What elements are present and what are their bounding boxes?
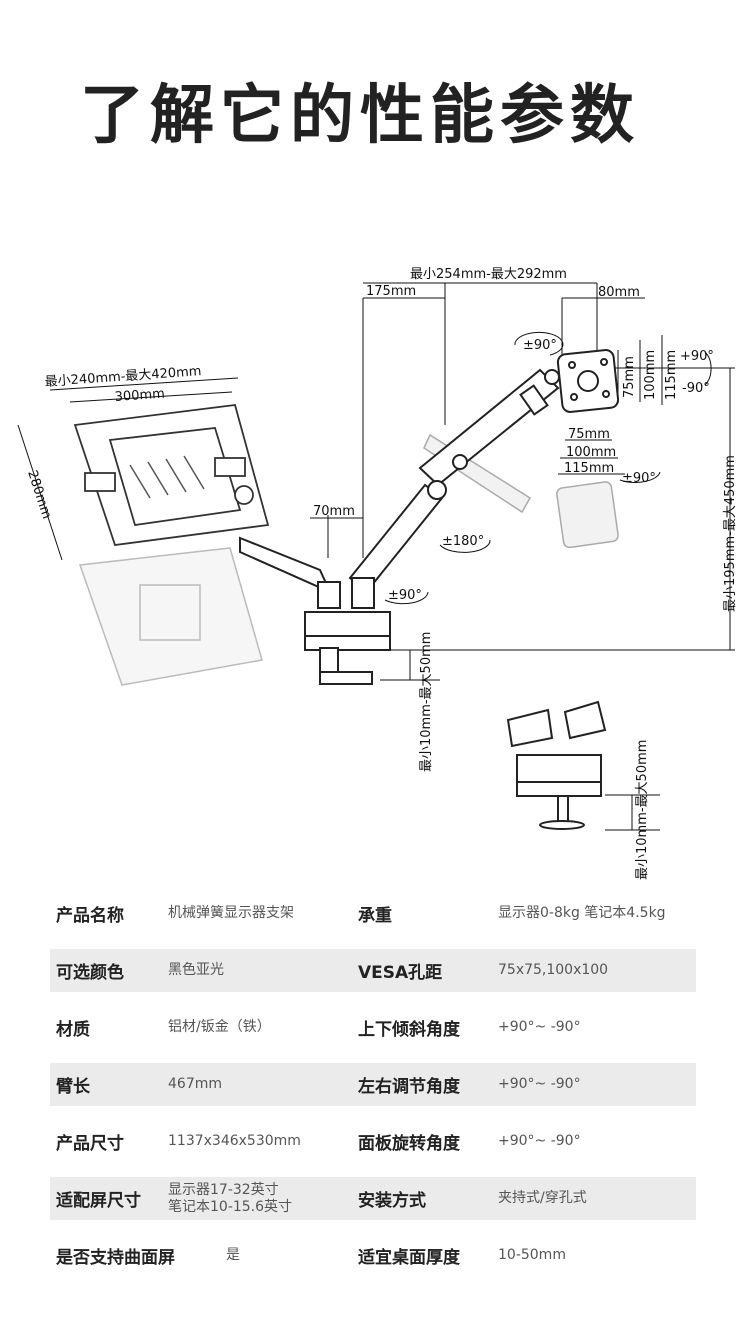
dim-175: 175mm	[366, 284, 416, 299]
spec-value: +90°~ -90°	[498, 1019, 581, 1035]
clamp-detail	[506, 700, 607, 830]
vesa-plate	[556, 349, 620, 413]
spec-row: 是否支持曲面屏 是 适宜桌面厚度 10-50mm	[50, 1234, 696, 1277]
spec-label: VESA孔距	[358, 963, 443, 983]
rot-arc-panel	[619, 471, 661, 483]
spec-value: +90°~ -90°	[498, 1133, 581, 1149]
spec-label: 适配屏尺寸	[56, 1191, 141, 1211]
dim-tray-280: 280mm	[24, 469, 54, 521]
product-dimension-diagram: 最小254mm-最大292mm 175mm 80mm 最小240mm-最大420…	[17, 267, 738, 880]
rot-base-label: ±90°	[388, 588, 422, 603]
spec-value: 75x75,100x100	[498, 962, 609, 978]
dim-height-range: 最小195mm-最大450mm	[723, 455, 738, 612]
spec-label: 承重	[358, 906, 392, 926]
clamp-base	[304, 611, 391, 685]
spec-value: 是	[226, 1247, 240, 1263]
spec-row: 可选颜色 黑色亚光 VESA孔距 75x75,100x100	[50, 949, 696, 992]
spec-label: 可选颜色	[56, 963, 124, 983]
rot-180-label: ±180°	[442, 534, 484, 549]
dim-vesa-100-h: 100mm	[566, 445, 616, 460]
spec-row: 产品尺寸 1137x346x530mm 面板旋转角度 +90°~ -90°	[50, 1120, 696, 1163]
spec-value: +90°~ -90°	[498, 1076, 581, 1092]
spec-row: 适配屏尺寸 显示器17-32英寸 笔记本10-15.6英寸 安装方式 夹持式/穿…	[50, 1177, 696, 1220]
laptop-tray-ghost	[78, 547, 263, 686]
dim-reach: 最小254mm-最大292mm	[410, 267, 567, 282]
spec-label: 左右调节角度	[358, 1077, 460, 1097]
spec-value-line: 笔记本10-15.6英寸	[168, 1198, 293, 1215]
spec-value: 467mm	[168, 1076, 222, 1092]
laptop-arm	[239, 536, 375, 609]
dim-vesa-100-v: 100mm	[643, 350, 658, 400]
spec-row: 材质 铝材/钣金（铁） 上下倾斜角度 +90°~ -90°	[50, 1006, 696, 1049]
spec-value: 显示器0-8kg 笔记本4.5kg	[498, 905, 666, 921]
laptop-tray	[73, 404, 270, 546]
spec-value: 夹持式/穿孔式	[498, 1190, 587, 1206]
spec-label: 适宜桌面厚度	[358, 1248, 460, 1268]
rot-panel-label: ±90°	[622, 471, 656, 486]
spec-value: 黑色亚光	[168, 962, 224, 978]
dim-vesa-115-h: 115mm	[564, 461, 614, 476]
spec-row: 臂长 467mm 左右调节角度 +90°~ -90°	[50, 1063, 696, 1106]
spec-label: 材质	[56, 1020, 90, 1040]
dim-tray-width: 最小240mm-最大420mm	[44, 364, 202, 390]
dim-70: 70mm	[313, 504, 355, 519]
dim-tray-300: 300mm	[114, 387, 165, 405]
rot-arc-top	[514, 331, 564, 356]
dim-clamp-range: 最小10mm-最大50mm	[419, 632, 434, 772]
spec-label: 面板旋转角度	[358, 1134, 460, 1154]
rot-arc-base	[384, 591, 429, 605]
rot-minus90-label: -90°	[682, 381, 710, 396]
monitor-arm	[348, 368, 560, 592]
spec-label: 上下倾斜角度	[358, 1020, 460, 1040]
dim-vesa-75-h: 75mm	[568, 427, 610, 442]
rot-tilt-label: ±90°	[523, 338, 557, 353]
spec-label: 安装方式	[358, 1191, 426, 1211]
spec-value-multiline: 显示器17-32英寸 笔记本10-15.6英寸	[168, 1177, 292, 1220]
rot-arc-180	[439, 539, 491, 553]
spec-table: 产品名称 机械弹簧显示器支架 承重 显示器0-8kg 笔记本4.5kg 可选颜色…	[50, 892, 696, 1291]
spec-label: 是否支持曲面屏	[56, 1248, 175, 1268]
spec-label: 产品尺寸	[56, 1134, 124, 1154]
rot-plus90-label: +90°	[680, 349, 714, 364]
dim-vesa-115-v: 115mm	[664, 350, 679, 400]
dim-80: 80mm	[598, 285, 640, 300]
rot-arc-side	[704, 351, 712, 386]
spec-value: 10-50mm	[498, 1247, 566, 1263]
spec-value-line: 显示器17-32英寸	[168, 1181, 279, 1198]
spec-value: 铝材/钣金（铁）	[168, 1019, 271, 1035]
spec-value: 1137x346x530mm	[168, 1133, 301, 1149]
dim-vesa-75-v: 75mm	[622, 356, 637, 398]
page-title: 了解它的性能参数	[80, 79, 640, 153]
spec-label: 产品名称	[56, 906, 124, 926]
spec-row: 产品名称 机械弹簧显示器支架 承重 显示器0-8kg 笔记本4.5kg	[50, 892, 696, 935]
dim-clamp-range-2: 最小10mm-最大50mm	[635, 740, 650, 880]
spec-label: 臂长	[56, 1077, 90, 1097]
spec-value: 机械弹簧显示器支架	[168, 905, 294, 921]
